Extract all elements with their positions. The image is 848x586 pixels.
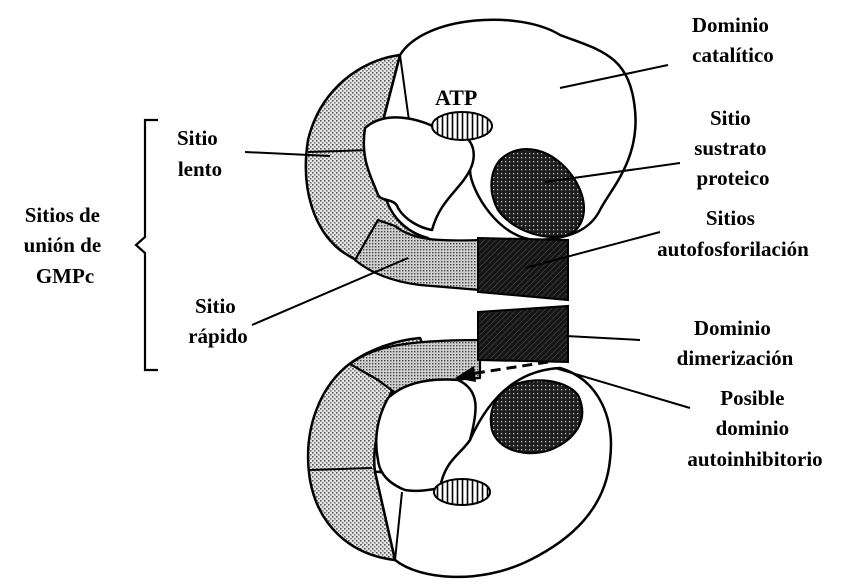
bottom-dimerization-block	[478, 306, 568, 362]
label-sitio-rapido: Sitio rápido	[188, 294, 248, 348]
label-atp: ATP	[435, 85, 477, 110]
label-sitio-lento: Sitio lento	[177, 126, 223, 181]
top-subunit	[306, 20, 636, 300]
bracket	[136, 120, 158, 370]
top-fast-site	[355, 220, 480, 290]
label-sitios-union-gmpc: Sitios de unión de GMPc	[24, 203, 107, 288]
bottom-subunit	[308, 306, 611, 577]
label-dominio-dimerizacion: Dominio dimerización	[677, 316, 794, 370]
label-posible-autoinhibitorio: Posible dominio autoinhibitorio	[687, 386, 822, 471]
label-sitios-autofosforilacion: Sitios autofosforilación	[657, 206, 809, 261]
top-atp-site	[432, 112, 492, 140]
label-sitio-sustrato: Sitio sustrato proteico	[694, 106, 772, 190]
top-autophos-block	[478, 238, 568, 300]
bottom-atp-site	[434, 479, 490, 505]
label-dominio-catalitico: Dominio catalítico	[692, 13, 774, 67]
